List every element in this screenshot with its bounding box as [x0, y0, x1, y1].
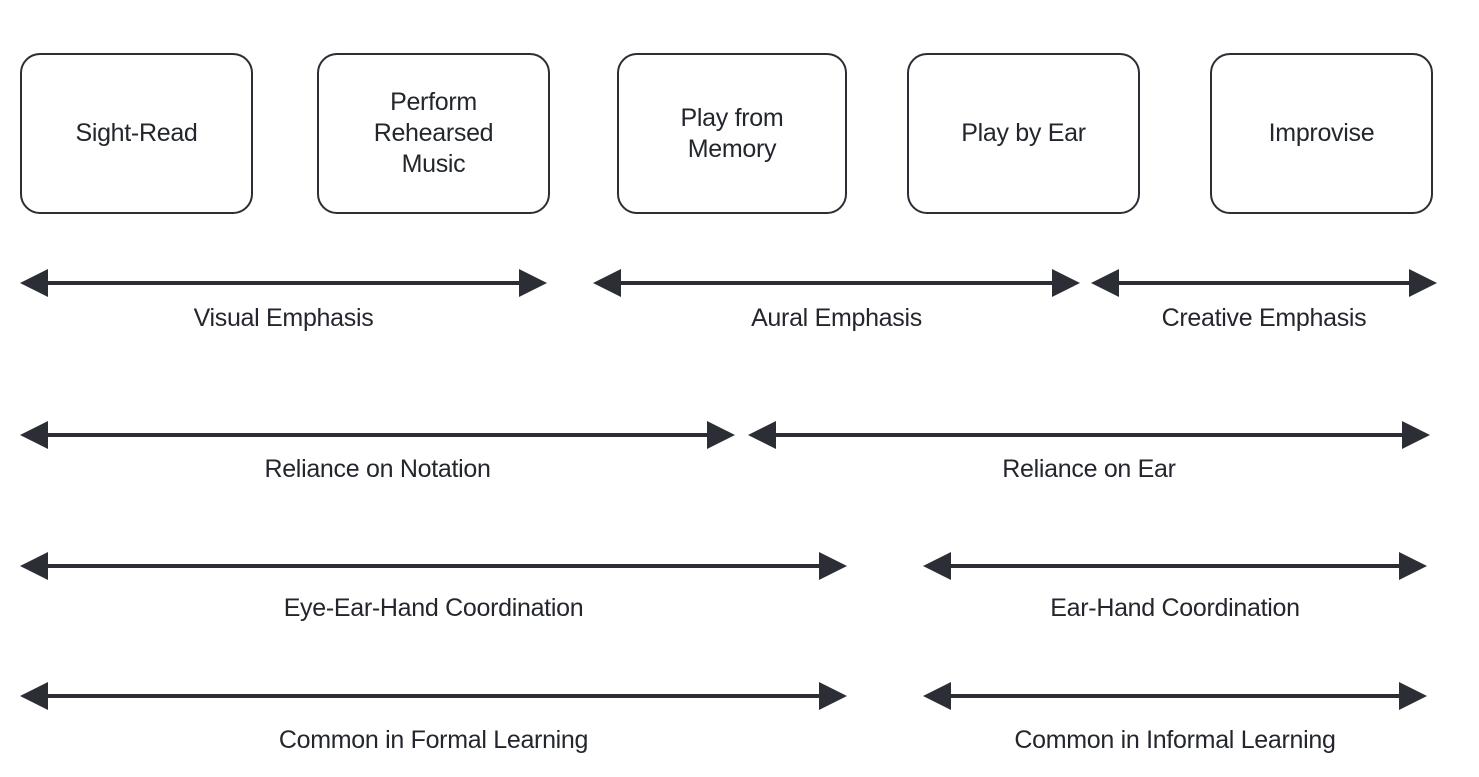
arrowhead-right-icon: [1402, 421, 1430, 449]
arrow-shaft: [621, 281, 1052, 285]
arrowhead-right-icon: [1052, 269, 1080, 297]
common-in-formal-learning-arrow: [20, 682, 847, 710]
ear-hand-coordination-arrow: [923, 552, 1427, 580]
arrow-shaft: [48, 433, 707, 437]
arrowhead-left-icon: [593, 269, 621, 297]
arrowhead-left-icon: [1091, 269, 1119, 297]
arrow-shaft: [951, 564, 1399, 568]
creative-emphasis-arrow: [1091, 269, 1437, 297]
arrow-shaft: [1119, 281, 1409, 285]
skill-box-sight-read: Sight-Read: [20, 53, 253, 214]
arrowhead-left-icon: [748, 421, 776, 449]
creative-emphasis-label: Creative Emphasis: [1161, 304, 1367, 332]
skill-box-label: Perform Rehearsed Music: [373, 88, 494, 178]
visual-emphasis-arrow: [20, 269, 547, 297]
visual-emphasis-label: Visual Emphasis: [193, 304, 374, 332]
reliance-on-notation-arrow: [20, 421, 735, 449]
skill-box-perform-rehearsed-music: Perform Rehearsed Music: [317, 53, 550, 214]
reliance-on-ear-arrow: [748, 421, 1430, 449]
skill-box-label: Play by Ear: [961, 119, 1086, 147]
arrowhead-left-icon: [923, 552, 951, 580]
arrow-shaft: [48, 281, 519, 285]
skill-box-label: Play from Memory: [680, 103, 784, 163]
arrowhead-right-icon: [707, 421, 735, 449]
arrowhead-left-icon: [20, 421, 48, 449]
aural-emphasis-arrow: [593, 269, 1080, 297]
skill-box-play-from-memory: Play from Memory: [617, 53, 847, 214]
skill-box-improvise: Improvise: [1210, 53, 1433, 214]
arrow-shaft: [48, 694, 819, 698]
reliance-on-notation-label: Reliance on Notation: [264, 455, 491, 483]
arrowhead-left-icon: [20, 269, 48, 297]
common-in-formal-learning-label: Common in Formal Learning: [278, 726, 589, 754]
skill-box-play-by-ear: Play by Ear: [907, 53, 1140, 214]
common-in-informal-learning-label: Common in Informal Learning: [1014, 726, 1336, 754]
ear-hand-coordination-label: Ear-Hand Coordination: [1050, 594, 1300, 622]
arrowhead-right-icon: [819, 682, 847, 710]
arrow-shaft: [776, 433, 1402, 437]
arrowhead-right-icon: [1409, 269, 1437, 297]
skill-box-label: Sight-Read: [75, 119, 198, 147]
aural-emphasis-label: Aural Emphasis: [751, 304, 922, 332]
reliance-on-ear-label: Reliance on Ear: [1002, 455, 1176, 483]
eye-ear-hand-coordination-label: Eye-Ear-Hand Coordination: [283, 594, 584, 622]
skill-box-label: Improvise: [1268, 119, 1375, 147]
arrow-shaft: [951, 694, 1399, 698]
arrowhead-right-icon: [519, 269, 547, 297]
arrowhead-left-icon: [923, 682, 951, 710]
arrow-shaft: [48, 564, 819, 568]
common-in-informal-learning-arrow: [923, 682, 1427, 710]
arrowhead-right-icon: [1399, 682, 1427, 710]
arrowhead-right-icon: [1399, 552, 1427, 580]
arrowhead-right-icon: [819, 552, 847, 580]
arrowhead-left-icon: [20, 552, 48, 580]
eye-ear-hand-coordination-arrow: [20, 552, 847, 580]
arrowhead-left-icon: [20, 682, 48, 710]
